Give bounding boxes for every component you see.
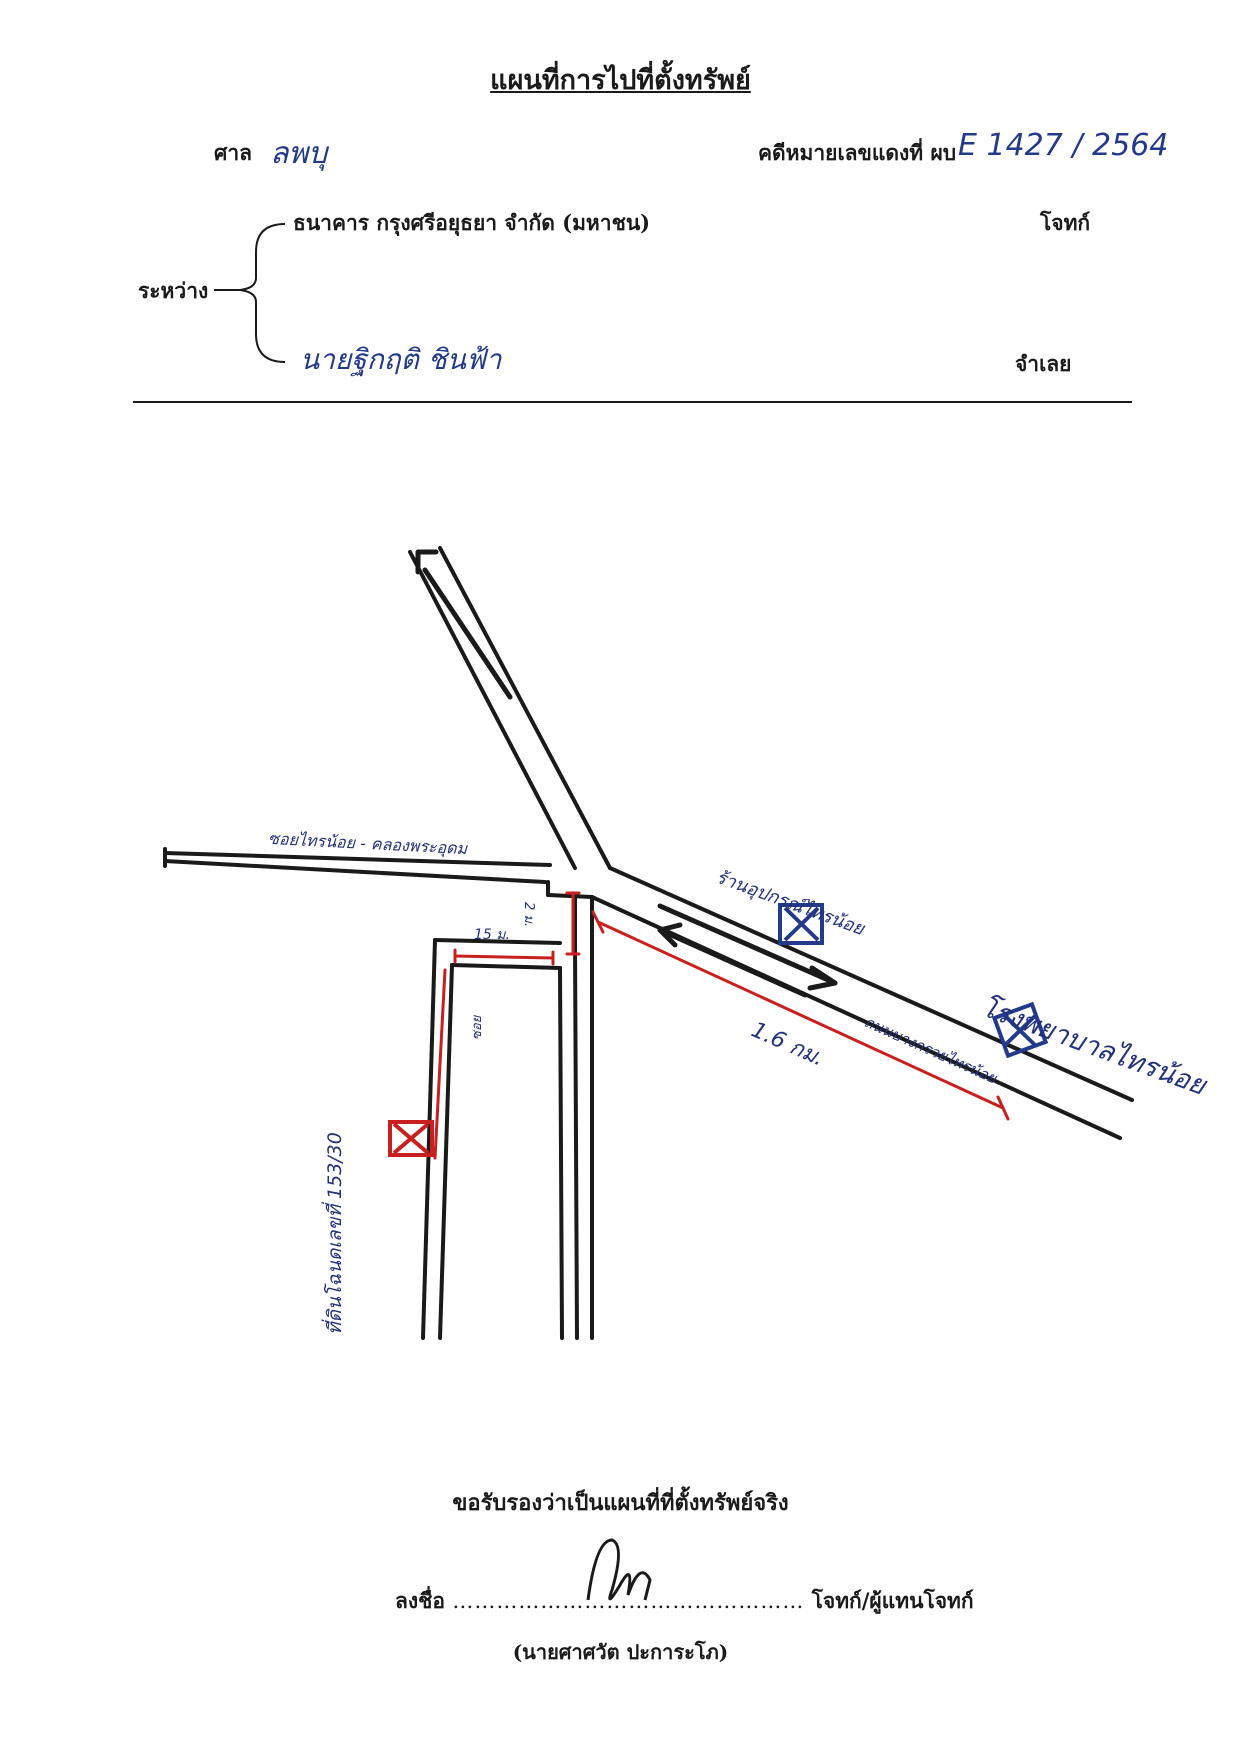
signer-name: (นายศาศวัต ปะการะโภ)	[512, 1640, 729, 1664]
sign-role: โจทก์/ผู้แทนโจทก์	[811, 1588, 974, 1613]
distance-markers	[433, 891, 1010, 1160]
court-value: ลพบุ	[270, 136, 328, 171]
case-number-value: E 1427 / 2564	[958, 128, 1169, 163]
property-marker	[388, 1120, 434, 1157]
signature-mark	[586, 1538, 652, 1601]
side-distance-label: 15 ม.	[474, 927, 510, 943]
court-label: ศาล	[214, 140, 252, 165]
document-title: แผนที่การไปที่ตั้งทรัพย์	[490, 65, 751, 96]
defendant-name: นายฐิกฤติ ชินฟ้า	[300, 343, 502, 376]
signature-dots: …………………………………………	[452, 1589, 805, 1613]
plaintiff-role: โจทก์	[1040, 210, 1091, 235]
side-short-label: 2 ม.	[521, 902, 536, 928]
direction-arrows	[415, 549, 838, 998]
signature-line: ลงชื่อ ………………………………………… โจทก์/ผู้แทนโจทก…	[395, 1585, 974, 1618]
soi-label: ซอย	[470, 1015, 485, 1040]
property-label: ที่ดินโฉนดเลขที่ 153/30	[324, 1132, 346, 1335]
between-label: ระหว่าง	[138, 278, 209, 303]
certify-statement: ขอรับรองว่าเป็นแผนที่ที่ตั้งทรัพย์จริง	[452, 1490, 789, 1516]
shop-marker	[778, 903, 824, 945]
hospital-marker	[991, 1001, 1049, 1059]
defendant-role: จำเลย	[1015, 351, 1072, 376]
party-bracket	[239, 223, 286, 363]
roads	[163, 546, 1134, 1340]
plaintiff-name: ธนาคาร กรุงศรีอยุธยา จำกัด (มหาชน)	[293, 210, 651, 235]
case-number-label: คดีหมายเลขแดงที่ ผบ	[758, 140, 957, 165]
sign-label: ลงชื่อ	[395, 1588, 445, 1613]
